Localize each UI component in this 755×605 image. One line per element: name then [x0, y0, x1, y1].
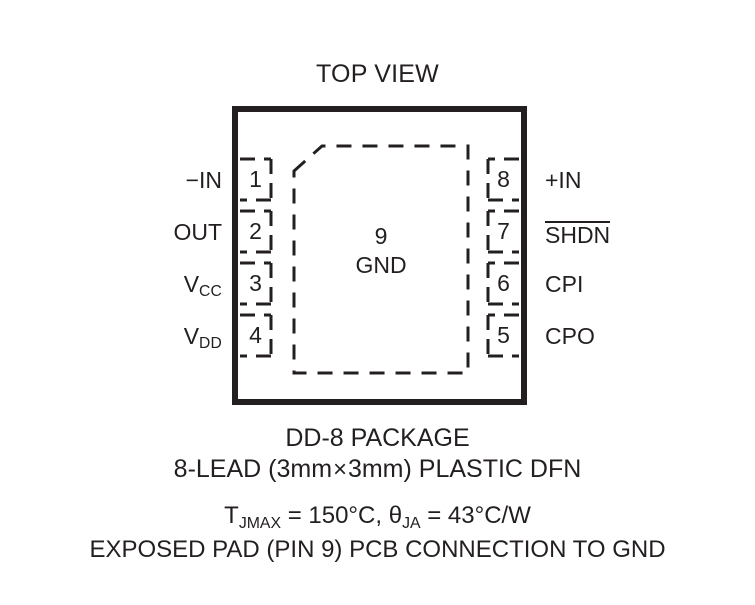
pin-label-minus-in: −IN: [185, 167, 222, 193]
pin-number-5: 5: [497, 322, 510, 348]
pin-number-2: 2: [249, 218, 262, 244]
exposed-pad-note-line: EXPOSED PAD (PIN 9) PCB CONNECTION TO GN…: [89, 536, 666, 563]
pin-label-cpo: CPO: [545, 323, 595, 349]
pin-number-3: 3: [249, 270, 262, 296]
pin-number-1: 1: [249, 166, 262, 192]
pin-label-vcc: VCC: [183, 271, 222, 301]
thermal-caption: TJMAX = 150°C, θJA = 43°C/W EXPOSED PAD …: [0, 500, 755, 565]
times-symbol: ×: [333, 456, 347, 483]
pin-pad-8: 8: [486, 157, 519, 202]
pin-label-plus-in: +IN: [545, 167, 582, 193]
pin-number-4: 4: [249, 322, 262, 348]
exposed-pad-pin-number: 9: [374, 223, 388, 249]
pin-pad-6: 6: [486, 261, 519, 306]
pin-pad-3: 3: [240, 261, 273, 306]
exposed-pad-net-name: GND: [355, 252, 407, 278]
pin-pad-5: 5: [486, 313, 519, 358]
shdn-overbar: SHDN: [545, 221, 611, 248]
pin-number-7: 7: [497, 218, 510, 244]
pin-pad-1: 1: [240, 157, 273, 202]
pin-label-cpi: CPI: [545, 271, 584, 297]
top-view-title: TOP VIEW: [316, 60, 439, 88]
pin-label-shdn: SHDN: [545, 221, 611, 248]
thermal-spec-line: TJMAX = 150°C, θJA = 43°C/W: [224, 502, 531, 532]
pin-number-8: 8: [497, 166, 510, 192]
pin-pad-2: 2: [240, 209, 273, 254]
pin-pad-4: 4: [240, 313, 273, 358]
package-outline: [232, 106, 527, 405]
package-size-line: 8-LEAD (3mm×3mm) PLASTIC DFN: [173, 455, 582, 483]
pin-pad-7: 7: [486, 209, 519, 254]
package-caption: DD-8 PACKAGE 8-LEAD (3mm×3mm) PLASTIC DF…: [0, 423, 755, 485]
exposed-pad-label: 9 GND: [294, 222, 468, 280]
pin-label-vdd: VDD: [183, 323, 222, 353]
pin-label-out: OUT: [173, 219, 222, 245]
package-name-line: DD-8 PACKAGE: [285, 424, 470, 452]
exposed-pad-outline: [292, 144, 470, 375]
pin-number-6: 6: [497, 270, 510, 296]
